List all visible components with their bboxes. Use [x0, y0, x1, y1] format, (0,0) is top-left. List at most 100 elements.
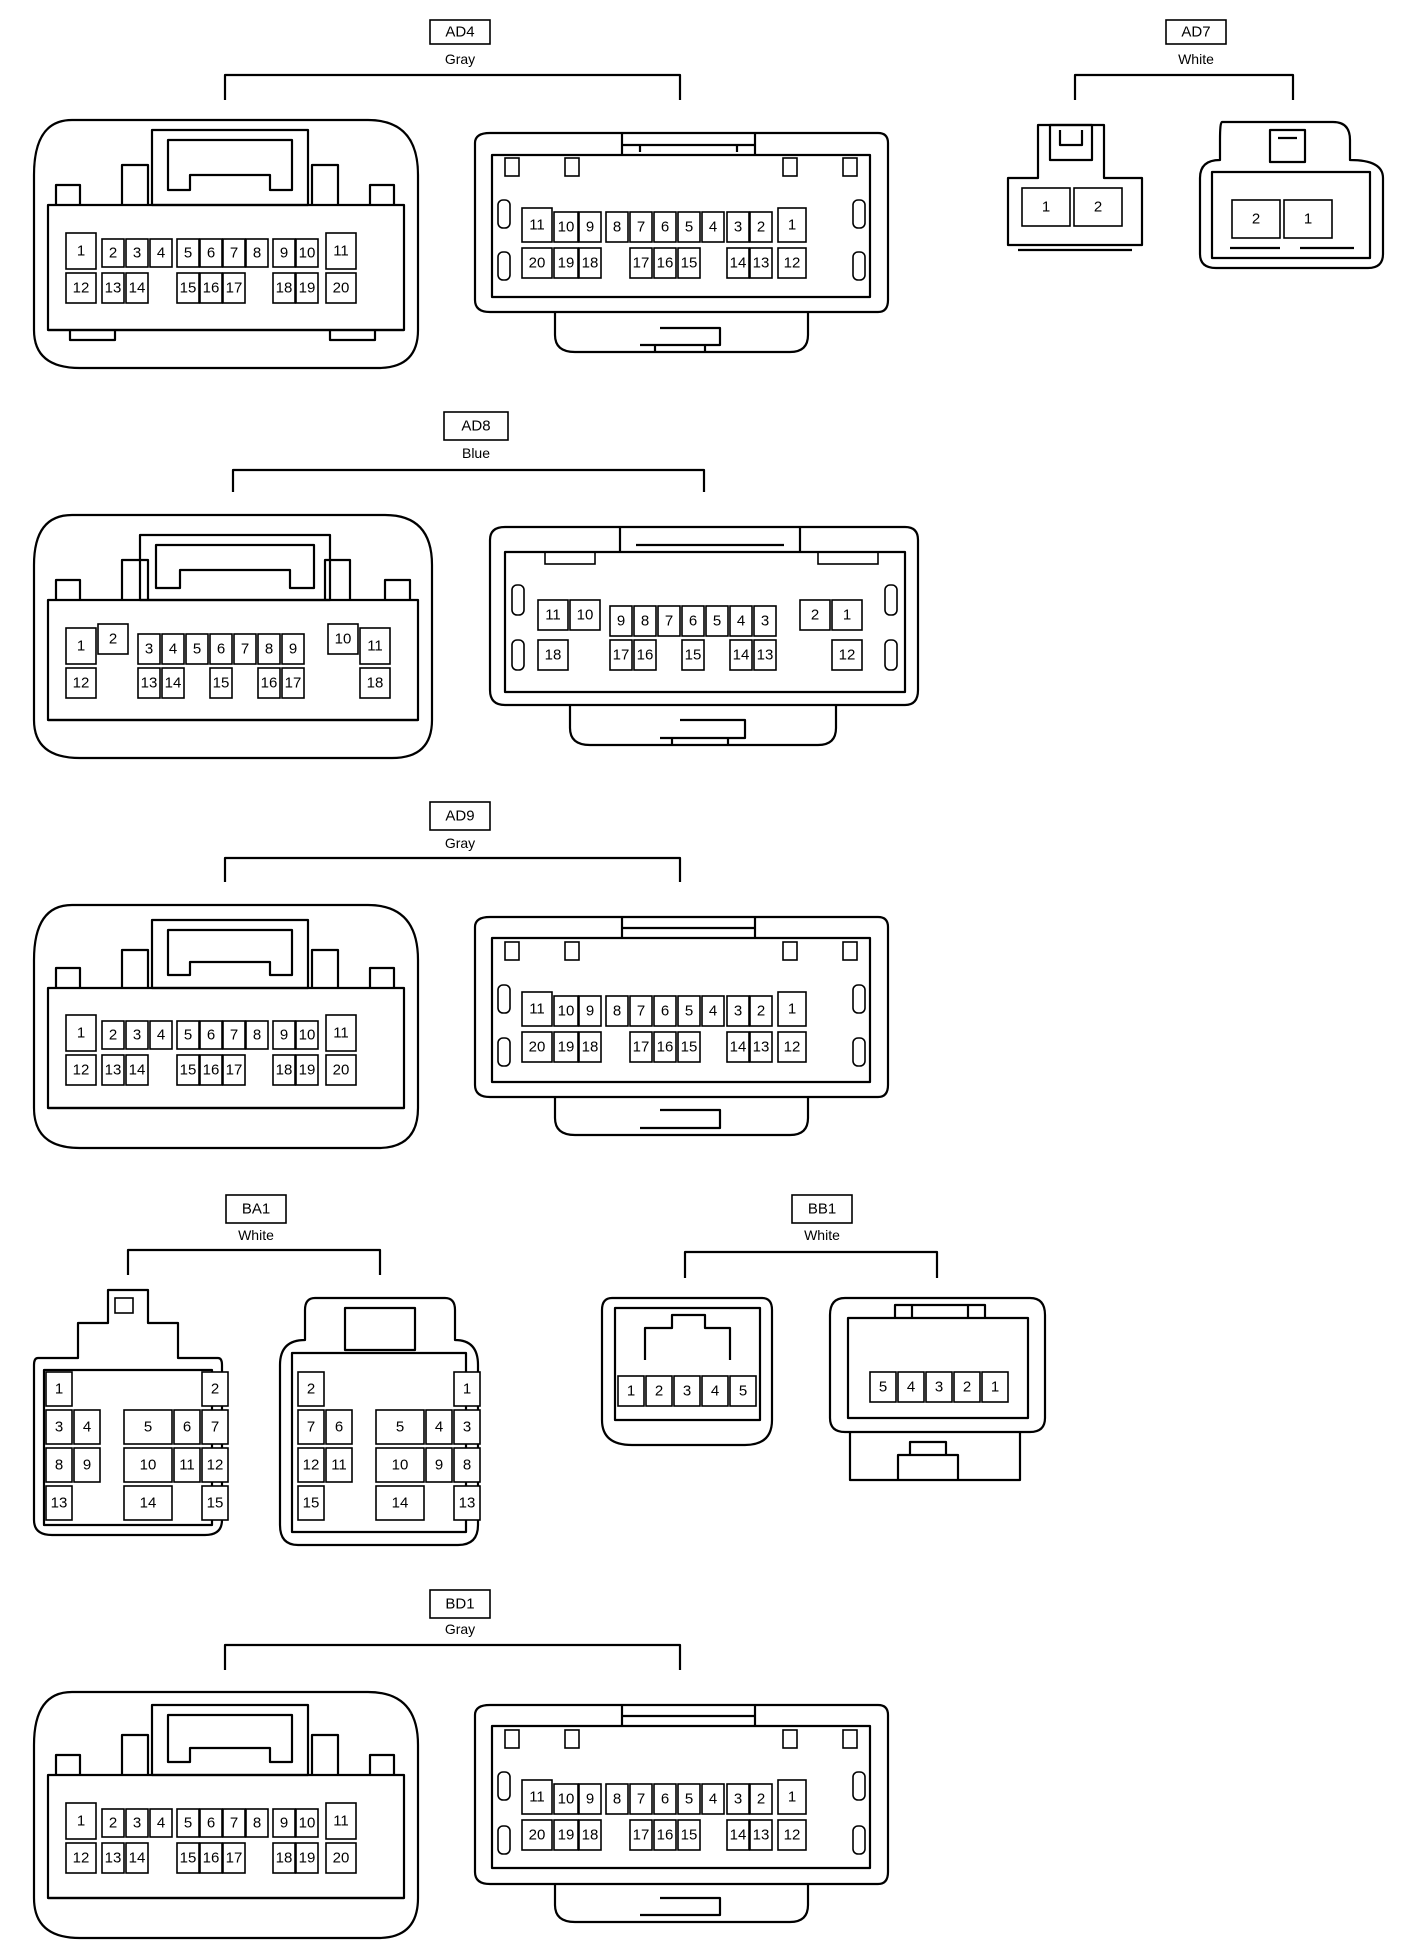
- pin-cell: [65, 1802, 97, 1840]
- pin-cell: [297, 1485, 325, 1521]
- pin-cell: [65, 1014, 97, 1052]
- pin-number: 19: [558, 1039, 575, 1056]
- pin-cell: [553, 1819, 579, 1851]
- pin-number: 7: [230, 245, 238, 262]
- pin-number: 1: [1304, 211, 1312, 228]
- pin-cell: [209, 633, 233, 665]
- pin-cell: [831, 639, 863, 671]
- pin-number: 18: [276, 1850, 293, 1867]
- pin-number: 16: [261, 675, 278, 692]
- pin-cell: [295, 1054, 319, 1086]
- pin-number: 4: [157, 1027, 165, 1044]
- pin-number: 5: [144, 1419, 152, 1436]
- pin-cell: [173, 1409, 201, 1445]
- pin-number: 9: [586, 1791, 594, 1808]
- pin-cell: [222, 272, 246, 304]
- pin-number: 2: [757, 1003, 765, 1020]
- pin-cell: [553, 247, 579, 279]
- pin-number: 14: [730, 255, 747, 272]
- pin-cell: [677, 1031, 701, 1063]
- pin-cell: [897, 1371, 925, 1403]
- pin-number: 7: [637, 1791, 645, 1808]
- pin-number: 1: [77, 1813, 85, 1830]
- pin-cell: [201, 1447, 229, 1483]
- pin-cell: [453, 1409, 481, 1445]
- pin-number: 2: [1094, 199, 1102, 216]
- pin-number: 15: [681, 255, 698, 272]
- pin-number: 17: [226, 280, 243, 297]
- pin-number: 2: [109, 245, 117, 262]
- pair-bracket: [683, 1250, 939, 1278]
- pin-cell: [1231, 199, 1281, 239]
- pin-cell: [199, 1842, 223, 1874]
- pin-number: 11: [529, 217, 545, 234]
- pin-cell: [777, 991, 807, 1027]
- pin-number: 14: [165, 675, 182, 692]
- pin-cell: [125, 1842, 149, 1874]
- pin-cell: [629, 995, 653, 1027]
- pin-cell: [521, 1779, 553, 1815]
- pin-cell: [281, 633, 305, 665]
- pin-number: 11: [331, 1457, 347, 1474]
- connector-code-box: [443, 411, 509, 441]
- pin-cell: [65, 1842, 97, 1874]
- pin-cell: [101, 238, 125, 268]
- pin-cell: [553, 1031, 579, 1063]
- pin-number: 14: [730, 1827, 747, 1844]
- pair-bracket: [231, 468, 706, 492]
- pin-number: 10: [299, 1027, 316, 1044]
- pin-number: 1: [991, 1379, 999, 1396]
- pin-number: 7: [241, 641, 249, 658]
- pin-number: 7: [637, 219, 645, 236]
- connector-code-box: [429, 19, 491, 45]
- pin-cell: [199, 1054, 223, 1086]
- pair-bracket: [223, 856, 682, 882]
- pin-cell: [272, 1808, 296, 1838]
- pin-number: 6: [207, 1027, 215, 1044]
- pair-bracket: [223, 73, 682, 100]
- pin-cell: [578, 995, 602, 1027]
- pin-cell: [777, 247, 807, 279]
- pin-cell: [726, 1819, 750, 1851]
- pin-cell: [578, 1031, 602, 1063]
- pin-cell: [729, 639, 753, 671]
- pin-cell: [325, 1447, 353, 1483]
- pin-cell: [677, 211, 701, 243]
- pin-cell: [653, 1819, 677, 1851]
- pin-number: 1: [843, 607, 851, 624]
- pin-number: 13: [459, 1495, 476, 1512]
- pin-cell: [295, 272, 319, 304]
- pin-cell: [295, 238, 319, 268]
- pin-cell: [123, 1447, 173, 1483]
- pin-cell: [272, 1054, 296, 1086]
- pin-number: 3: [935, 1379, 943, 1396]
- pin-cell: [605, 211, 629, 243]
- pin-cell: [453, 1447, 481, 1483]
- pin-number: 13: [757, 647, 774, 664]
- pin-cell: [375, 1447, 425, 1483]
- pin-cell: [222, 238, 246, 268]
- pin-cell: [453, 1485, 481, 1521]
- pin-cell: [537, 639, 569, 671]
- pin-cell: [185, 633, 209, 665]
- pin-number: 20: [333, 280, 350, 297]
- pin-cell: [201, 1485, 229, 1521]
- pin-cell: [137, 667, 161, 699]
- pin-number: 4: [83, 1419, 91, 1436]
- pin-number: 5: [713, 613, 721, 630]
- pin-number: 10: [140, 1457, 157, 1474]
- pin-cell: [673, 1375, 701, 1407]
- pin-cell: [257, 633, 281, 665]
- connector-code: BD1: [445, 1596, 474, 1613]
- pin-number: 11: [529, 1789, 545, 1806]
- pin-number: 5: [685, 219, 693, 236]
- connector-code: AD8: [461, 418, 490, 435]
- pin-cell: [176, 1054, 200, 1086]
- pin-number: 19: [299, 1062, 316, 1079]
- pin-number: 3: [734, 219, 742, 236]
